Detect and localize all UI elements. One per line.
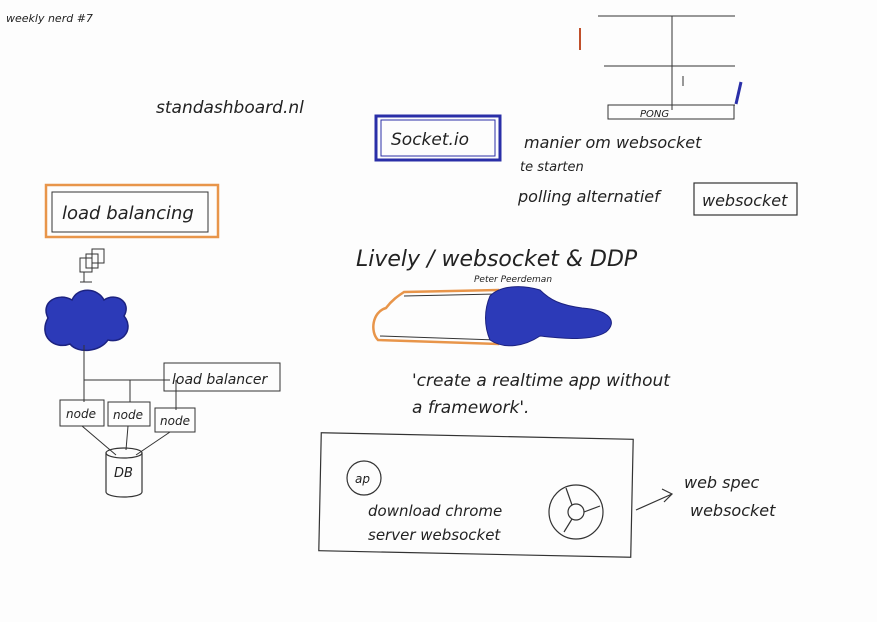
pong-diagram	[579, 15, 743, 120]
ap-badge	[346, 460, 382, 496]
arrow-icon	[635, 488, 674, 511]
chrome-demo-box	[318, 432, 634, 558]
page-title: weekly nerd #7	[6, 12, 93, 25]
websocket-box-label: websocket	[702, 191, 788, 210]
site-name: standashboard.nl	[156, 98, 304, 118]
computers-icon	[79, 248, 105, 283]
db-label: DB	[114, 466, 133, 481]
node-label-1: node	[66, 407, 96, 421]
ap-badge-label: ap	[355, 472, 370, 486]
node-label-3: node	[160, 414, 190, 428]
internet-cloud-icon	[44, 289, 129, 352]
pointing-hand-icon	[372, 286, 612, 347]
lively-subtitle: Peter Peerdeman	[474, 275, 552, 285]
load-balancing-box	[44, 183, 220, 239]
load-balancer-label: load balancer	[172, 372, 268, 388]
socketio-note-2: te starten	[520, 160, 584, 175]
load-balancing-title: load balancing	[62, 203, 194, 224]
lively-title: Lively / websocket & DDP	[356, 247, 638, 272]
load-balancer-network	[59, 345, 281, 456]
quote-line-2: a framework'.	[412, 398, 529, 418]
node-label-2: node	[113, 408, 143, 422]
chrome-text-2: server websocket	[368, 526, 501, 544]
database-icon	[105, 447, 143, 498]
web-spec-line-2: websocket	[690, 501, 776, 520]
socketio-note-1: manier om websocket	[524, 133, 702, 152]
socketio-note-3: polling alternatief	[517, 187, 662, 206]
quote-line-1: 'create a realtime app without	[412, 371, 671, 391]
pong-label: PONG	[640, 109, 669, 120]
web-spec-line-1: web spec	[684, 473, 760, 492]
chrome-logo-icon	[548, 484, 604, 540]
chrome-text-1: download chrome	[368, 502, 502, 520]
socketio-label: Socket.io	[391, 130, 469, 150]
socketio-box	[374, 114, 502, 162]
websocket-box	[693, 182, 798, 216]
